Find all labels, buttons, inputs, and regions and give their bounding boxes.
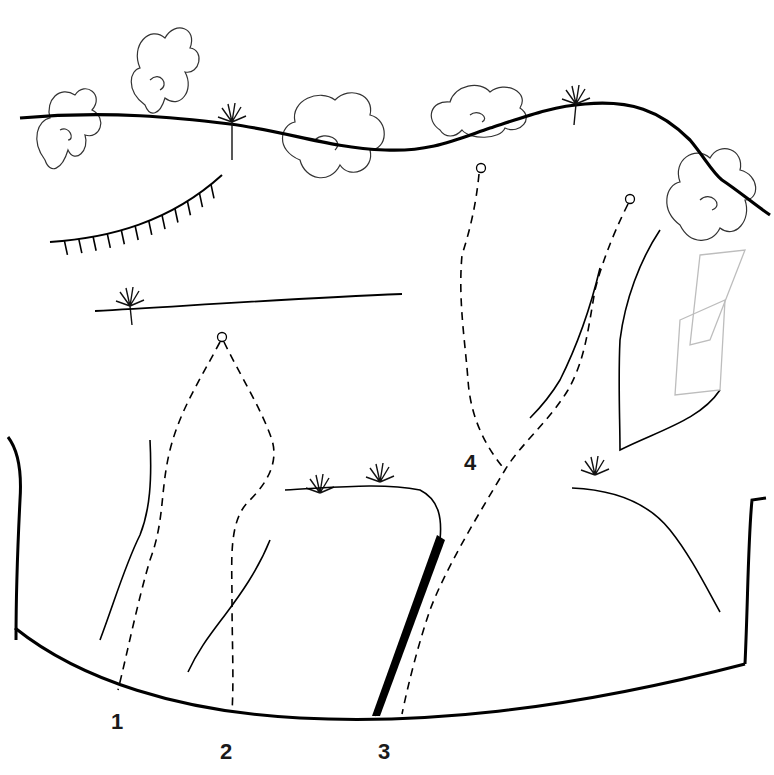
callout-number: 2 xyxy=(220,741,232,763)
hatch-tick xyxy=(199,193,202,207)
callout-number: 4 xyxy=(464,452,476,474)
hatch-tick xyxy=(107,234,110,248)
steep-edge xyxy=(372,535,445,716)
callout-number: 3 xyxy=(378,741,390,763)
hatch-tick xyxy=(121,230,124,244)
contour-line xyxy=(95,294,402,311)
dashed-paths xyxy=(118,174,628,714)
ground-surface xyxy=(20,103,770,215)
hatch-tick xyxy=(211,184,214,198)
profile-outline xyxy=(8,437,766,719)
grass-tufts xyxy=(116,85,609,493)
hatch-tick xyxy=(93,237,96,251)
grey-outline xyxy=(675,250,745,395)
source-points xyxy=(218,164,635,342)
scarp-hatching xyxy=(64,184,214,254)
callout-number: 1 xyxy=(111,711,123,733)
hatch-tick xyxy=(149,221,152,235)
terrain-lines xyxy=(100,230,720,716)
hatch-tick xyxy=(135,226,138,240)
hatch-tick xyxy=(64,241,67,255)
tree-outlines xyxy=(37,28,756,240)
hatch-tick xyxy=(79,239,82,253)
hatch-tick xyxy=(175,209,178,223)
scarp-line xyxy=(50,175,222,242)
hatch-tick xyxy=(187,201,190,215)
hatch-tick xyxy=(162,215,165,229)
